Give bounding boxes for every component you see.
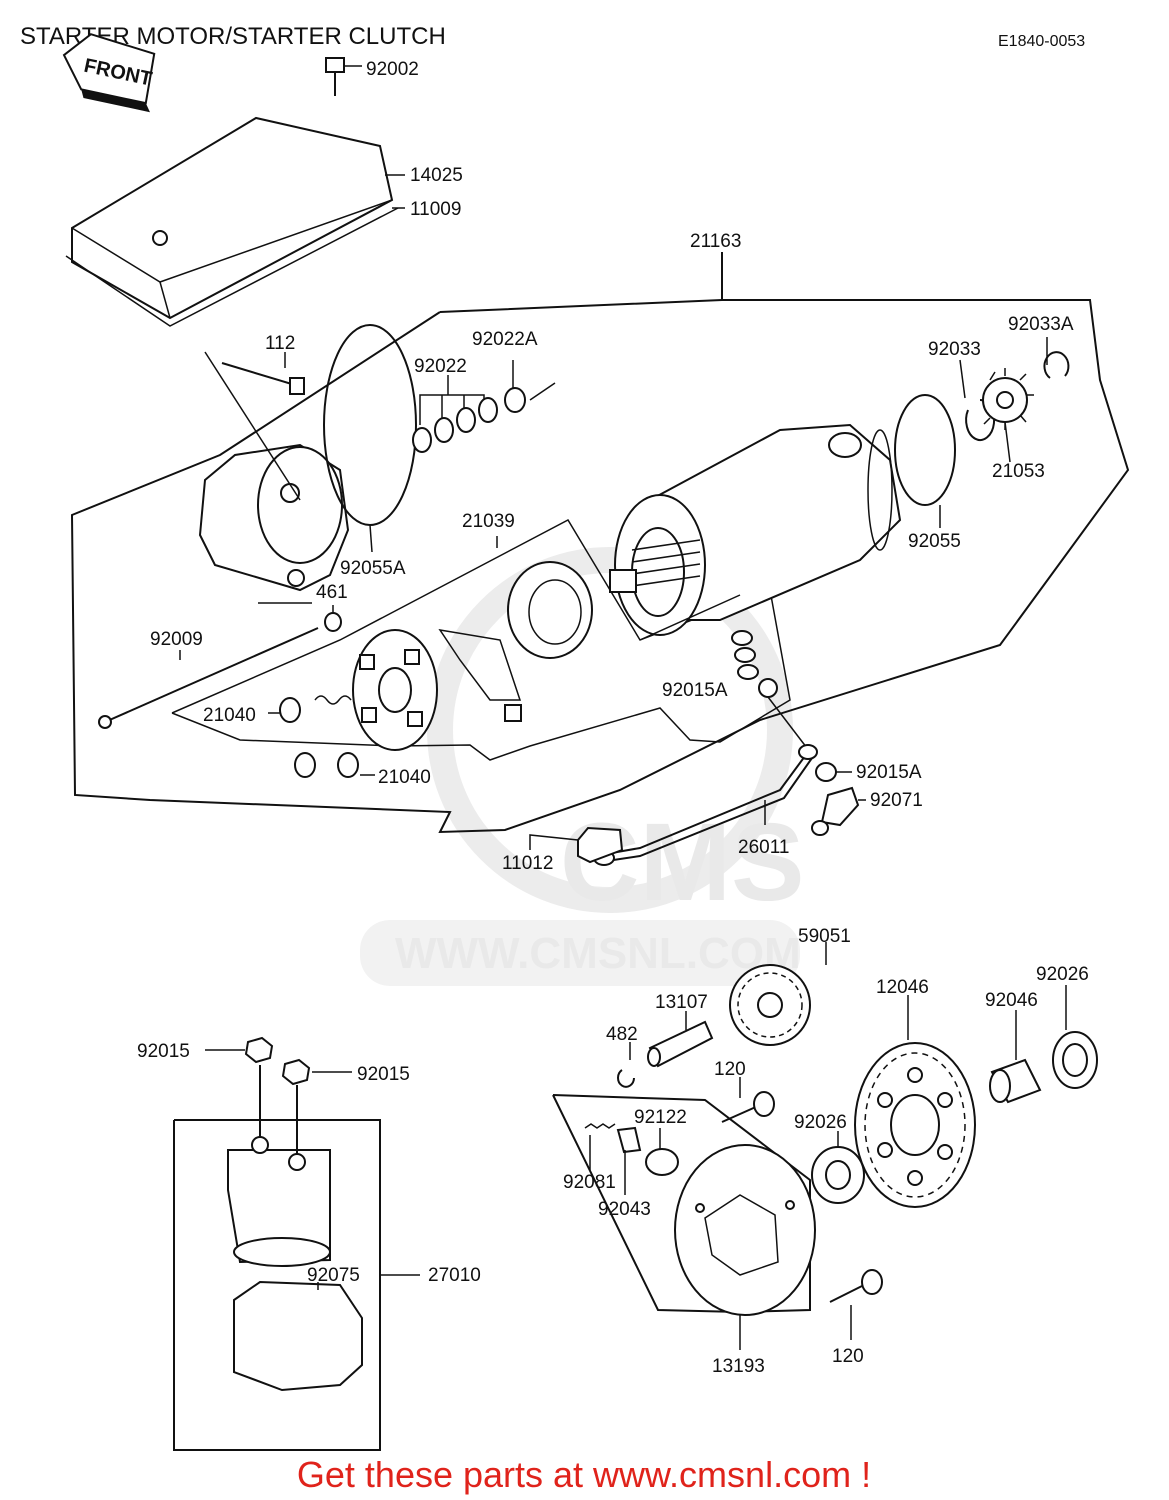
label-21039: 21039 xyxy=(462,511,515,532)
label-12046: 12046 xyxy=(876,977,929,998)
label-21163: 21163 xyxy=(690,231,741,252)
label-92015a-a: 92015A xyxy=(662,680,728,701)
terminal-nuts-92015a xyxy=(731,630,778,698)
label-112: 112 xyxy=(265,333,295,354)
label-92075: 92075 xyxy=(307,1265,360,1286)
label-92015a-b: 92015A xyxy=(856,762,922,783)
label-120-b: 120 xyxy=(832,1346,864,1367)
brush-plate xyxy=(352,629,438,751)
circlip-482 xyxy=(617,1069,635,1088)
assembly-outline-13193 xyxy=(552,1094,811,1314)
label-26011: 26011 xyxy=(738,837,789,858)
label-13193: 13193 xyxy=(712,1356,765,1377)
label-21040-a: 21040 xyxy=(203,705,256,726)
washers-92022 xyxy=(412,387,526,453)
label-14025: 14025 xyxy=(410,165,463,186)
bolt-120-a xyxy=(721,1091,775,1123)
label-59051: 59051 xyxy=(798,926,851,947)
label-21053: 21053 xyxy=(992,461,1045,482)
brush-springs-21040 xyxy=(279,695,359,778)
label-13107: 13107 xyxy=(655,992,708,1013)
starter-clutch-13193 xyxy=(674,1144,816,1316)
terminal-cap-11012 xyxy=(577,826,624,864)
label-92015-b: 92015 xyxy=(357,1064,410,1085)
assembly-outline-27010 xyxy=(173,1119,381,1451)
label-92033: 92033 xyxy=(928,339,981,360)
label-27010: 27010 xyxy=(428,1265,481,1286)
circlip-92033a xyxy=(1043,351,1070,379)
watermark-url: WWW.CMSNL.COM xyxy=(395,929,801,978)
nut-92015-a xyxy=(244,1036,274,1064)
nut-92015-b xyxy=(281,1058,311,1086)
label-92022: 92022 xyxy=(414,356,467,377)
footer-link[interactable]: Get these parts at www.cmsnl.com ! xyxy=(297,1454,871,1495)
label-92009: 92009 xyxy=(150,629,203,650)
bolt-120-b xyxy=(829,1269,883,1303)
label-92081: 92081 xyxy=(563,1172,616,1193)
watermark: CMS WWW.CMSNL.COM xyxy=(360,547,804,986)
end-cover xyxy=(198,443,350,592)
o-ring-92055 xyxy=(894,394,956,506)
bolt-92002 xyxy=(325,57,345,96)
label-92015-a: 92015 xyxy=(137,1041,190,1062)
label-92055: 92055 xyxy=(908,531,961,552)
relay-cover-92075 xyxy=(233,1280,363,1392)
label-92022a: 92022A xyxy=(472,329,538,350)
assembly-outline-21039 xyxy=(171,519,791,761)
label-92043: 92043 xyxy=(598,1199,651,1220)
label-482: 482 xyxy=(606,1024,638,1045)
diagram-code: E1840-0053 xyxy=(998,33,1085,50)
needle-bearing-92046 xyxy=(989,1058,1042,1104)
pin-92043 xyxy=(616,1126,642,1154)
cover-14025 xyxy=(65,116,399,327)
label-11012: 11012 xyxy=(502,853,553,874)
label-92055a: 92055A xyxy=(340,558,406,579)
label-21040-b: 21040 xyxy=(378,767,431,788)
through-bolt-92009 xyxy=(104,627,319,723)
roller-92122 xyxy=(645,1148,679,1176)
label-92046: 92046 xyxy=(985,990,1038,1011)
spring-92081 xyxy=(584,1123,616,1129)
brush-holder-21039 xyxy=(438,561,593,722)
assembly-outline-21163 xyxy=(70,299,1130,834)
label-92002: 92002 xyxy=(366,59,419,80)
clutch-gear-12046 xyxy=(854,1042,976,1208)
starter-motor xyxy=(609,423,902,636)
starter-relay-27010 xyxy=(227,1065,331,1267)
label-92071: 92071 xyxy=(870,790,923,811)
label-92033a: 92033A xyxy=(1008,314,1074,335)
front-arrow-icon: FRONT xyxy=(62,33,156,113)
terminal-cap-92071 xyxy=(811,786,860,836)
label-92026-b: 92026 xyxy=(794,1112,847,1133)
label-92026-a: 92026 xyxy=(1036,964,1089,985)
label-11009: 11009 xyxy=(410,199,461,220)
o-ring-92055a xyxy=(323,324,417,526)
pinion-21053 xyxy=(982,368,1034,430)
label-92122: 92122 xyxy=(634,1107,687,1128)
label-120-a: 120 xyxy=(714,1059,746,1080)
idler-gear-59051 xyxy=(729,964,811,1046)
label-461: 461 xyxy=(316,582,348,603)
idler-shaft-13107 xyxy=(647,1020,714,1068)
